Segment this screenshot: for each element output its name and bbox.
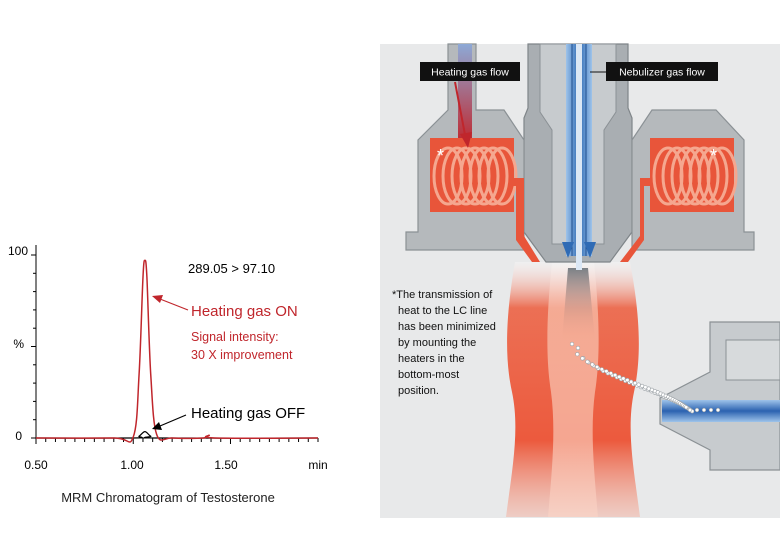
droplet: [694, 407, 700, 413]
ion-capillary: [662, 400, 780, 422]
heater-note: *The transmission of heat to the LC line…: [392, 289, 499, 397]
heater-duct-left: [512, 178, 540, 262]
droplet: [632, 381, 638, 386]
y-tick-0: 0: [15, 429, 22, 443]
chart-caption: MRM Chromatogram of Testosterone: [61, 490, 275, 505]
x-tick-1.50: 1.50: [214, 458, 238, 472]
droplet: [575, 352, 580, 357]
y-minor-ticks: [31, 254, 36, 439]
arrow-off: [152, 414, 187, 430]
series-heating-gas-off: [35, 430, 319, 439]
x-axis-unit: min: [308, 458, 327, 472]
nebulizer-arrows: [562, 242, 596, 258]
droplet: [599, 367, 604, 372]
droplet: [684, 405, 689, 410]
droplet: [621, 376, 626, 381]
y-axis-unit: %: [13, 337, 24, 351]
heating-gas-flow-label: Heating gas flow: [431, 67, 509, 79]
chromatogram: 100 % 0 0.50 1.00 1.50 min 289.05 > 97.1…: [8, 244, 328, 505]
droplet: [612, 373, 618, 378]
heating-gas-on-label: Heating gas ON: [191, 303, 298, 320]
nebulizer-gas-flow-callout: Nebulizer gas flow: [590, 62, 718, 81]
coil-turn: [477, 146, 509, 206]
droplet: [585, 359, 590, 364]
droplet: [636, 382, 641, 387]
droplet: [608, 371, 613, 376]
droplet: [715, 407, 721, 413]
arrow-on: [152, 295, 189, 311]
nebulizer-gas-flow-label: Nebulizer gas flow: [619, 67, 705, 79]
series-heating-gas-on: [35, 259, 319, 443]
droplet: [708, 407, 714, 413]
ms-inlet: [659, 321, 780, 471]
y-tick-100: 100: [8, 244, 28, 258]
heating-gas-pipe: [458, 44, 472, 144]
transition-label: 289.05 > 97.10: [188, 261, 275, 276]
coil-turn: [706, 146, 738, 206]
heater-duct-right: [620, 178, 652, 262]
droplet: [629, 379, 634, 384]
coil-turn: [486, 146, 518, 206]
ion-droplet-path: [569, 341, 721, 414]
droplet: [625, 378, 630, 383]
droplet: [687, 407, 693, 413]
asterisk-right: *: [710, 146, 717, 166]
lc-capillary: [576, 44, 582, 270]
heater-coil-left: [432, 146, 518, 206]
droplet: [701, 407, 707, 413]
heater-coil-right: [652, 146, 738, 206]
droplet: [594, 364, 600, 370]
x-tick-0.50: 0.50: [24, 458, 48, 472]
x-tick-1.00: 1.00: [120, 458, 144, 472]
coil-turn: [688, 146, 720, 206]
droplet: [575, 345, 581, 351]
signal-intensity-label: Signal intensity:: [191, 330, 279, 344]
heating-gas-off-label: Heating gas OFF: [191, 405, 305, 422]
improvement-label: 30 X improvement: [191, 348, 293, 362]
droplet: [604, 369, 609, 374]
droplet: [617, 374, 622, 380]
asterisk-left: *: [437, 146, 444, 166]
ion-source-diagram: * * Heating gas flow Nebulizer gas flow: [380, 43, 780, 518]
droplet: [590, 362, 595, 367]
heating-gas-arrow: [454, 81, 472, 148]
heating-gas-flow-callout: Heating gas flow: [420, 62, 520, 81]
droplet: [569, 341, 575, 347]
coil-turn: [697, 146, 729, 206]
x-ticks: [35, 438, 319, 444]
spray-plume: [506, 262, 640, 517]
coil-turn: [468, 146, 500, 206]
droplet: [580, 356, 585, 361]
